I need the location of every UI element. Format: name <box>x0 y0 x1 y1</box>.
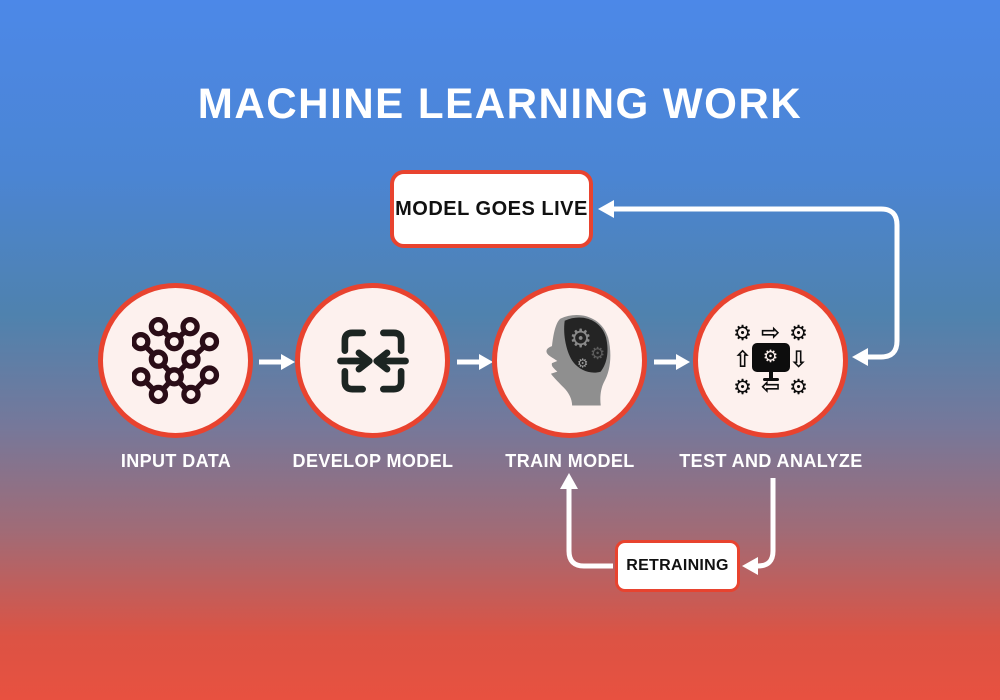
brain-gear-medium: ⚙ <box>589 342 604 362</box>
monitor-gear-icon: ⚙ <box>762 347 779 367</box>
retraining-box: RETRAINING <box>615 540 740 592</box>
train-model-circle: ⚙ ⚙ ⚙ <box>492 283 647 438</box>
arrowhead-input-to-develop <box>281 354 295 370</box>
down-arrow-icon: ⇩ <box>788 347 809 373</box>
model-goes-live-box: MODEL GOES LIVE <box>390 170 593 248</box>
develop-model-label: DEVELOP MODEL <box>292 451 454 471</box>
monitor-icon: ⚙ <box>751 343 790 372</box>
page-title: MACHINE LEARNING WORK <box>197 80 803 128</box>
gear-icon: ⚙ <box>789 375 808 399</box>
up-arrow-icon: ⇧ <box>732 347 753 373</box>
connector-retraining-to-train-line <box>566 486 613 569</box>
right-arrow-icon: ⇨ <box>760 320 781 346</box>
input-data-circle <box>98 283 253 438</box>
arrowhead-develop-to-train <box>479 354 493 370</box>
head-gears-icon: ⚙ ⚙ ⚙ <box>545 314 610 406</box>
input-data-label: INPUT DATA <box>120 451 232 471</box>
develop-model-circle <box>295 283 450 438</box>
test-analyze-circle: ⚙ ⇨ ⚙ ⇧ ⚙ ⇩ ⚙ ⇦ ⚙ <box>693 283 848 438</box>
merge-brackets-icon <box>336 329 409 392</box>
gear-icon: ⚙ <box>733 375 752 399</box>
arrowhead-into-retraining <box>742 557 758 575</box>
retraining-label: RETRAINING <box>626 557 729 574</box>
arrowhead-into-train-model <box>560 473 578 489</box>
gear-icon: ⚙ <box>789 321 808 345</box>
model-goes-live-label: MODEL GOES LIVE <box>395 197 588 220</box>
connector-test-to-retraining-line <box>754 478 776 569</box>
arrowhead-into-test-circle <box>852 348 868 366</box>
train-model-label: TRAIN MODEL <box>505 451 635 471</box>
gear-icon: ⚙ <box>733 321 752 345</box>
network-nodes-icon <box>131 316 219 404</box>
brain-gear-large: ⚙ <box>569 323 592 353</box>
left-arrow-icon: ⇦ <box>760 374 781 400</box>
monitor-gears-icon: ⚙ ⇨ ⚙ ⇧ ⚙ ⇩ ⚙ ⇦ ⚙ <box>729 320 813 401</box>
test-analyze-label: TEST AND ANALYZE <box>679 451 863 471</box>
brain-gear-small: ⚙ <box>577 355 588 370</box>
arrowhead-into-model-goes-live <box>598 200 614 218</box>
arrowhead-train-to-test <box>676 354 690 370</box>
